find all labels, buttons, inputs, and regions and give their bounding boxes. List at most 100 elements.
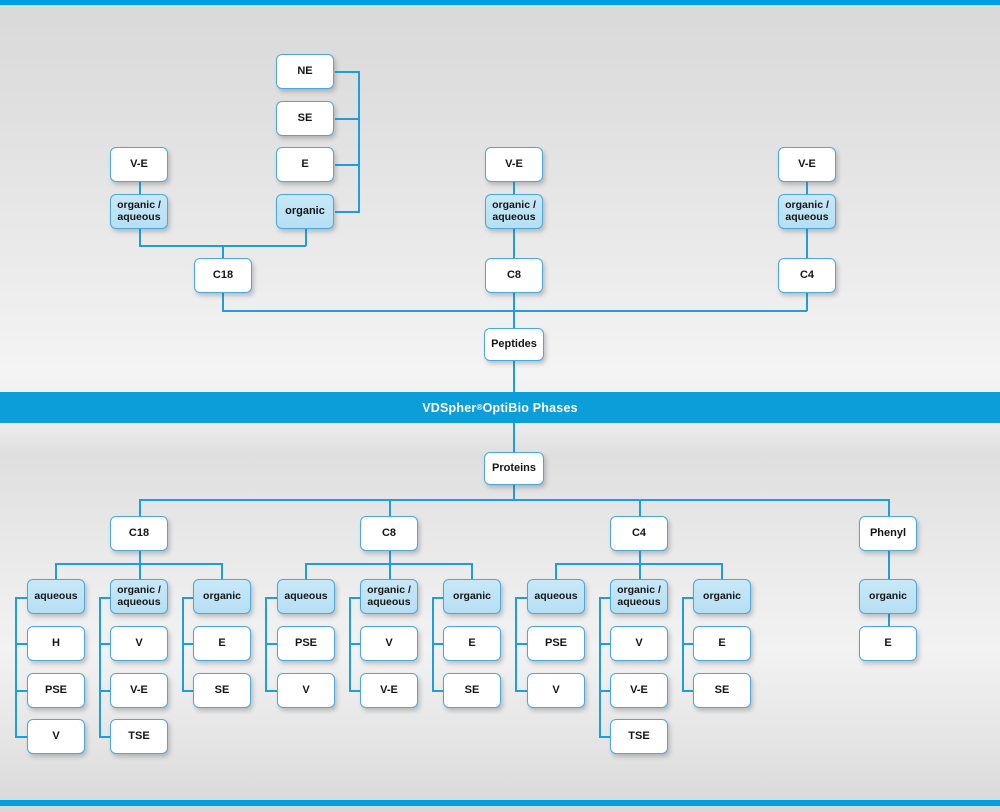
connector xyxy=(139,549,141,564)
node-c8-aqueous-v[interactable]: V xyxy=(277,673,335,708)
node-c18-oa-tse[interactable]: TSE xyxy=(110,719,168,754)
connector xyxy=(139,499,141,517)
node-c18-organic-aqueous[interactable]: organic / aqueous xyxy=(110,579,168,614)
connector xyxy=(265,597,279,599)
node-se[interactable]: SE xyxy=(276,101,334,136)
node-ve-c4[interactable]: V-E xyxy=(778,147,836,182)
node-phenyl-org-e[interactable]: E xyxy=(859,626,917,661)
node-organic-aqueous-c4[interactable]: organic / aqueous xyxy=(778,194,836,229)
node-c8-peptides[interactable]: C8 xyxy=(485,258,543,293)
bottom-accent-bar xyxy=(0,800,1000,806)
node-ve-c8[interactable]: V-E xyxy=(485,147,543,182)
connector xyxy=(721,563,723,580)
node-organic-peptides-c18[interactable]: organic xyxy=(276,194,334,229)
connector xyxy=(513,229,515,259)
connector xyxy=(513,360,515,393)
connector xyxy=(358,71,360,212)
connector xyxy=(15,597,17,737)
node-ve-c18[interactable]: V-E xyxy=(110,147,168,182)
node-c18-org-se[interactable]: SE xyxy=(193,673,251,708)
connector xyxy=(305,229,307,246)
node-c18-aqueous[interactable]: aqueous xyxy=(27,579,85,614)
node-c18-aqueous-pse[interactable]: PSE xyxy=(27,673,85,708)
node-c4-org-e[interactable]: E xyxy=(693,626,751,661)
connector xyxy=(389,549,391,564)
connector xyxy=(335,71,360,73)
node-c4-aqueous[interactable]: aqueous xyxy=(527,579,585,614)
node-c18-org-e[interactable]: E xyxy=(193,626,251,661)
node-organic-aqueous-c18[interactable]: organic / aqueous xyxy=(110,194,168,229)
node-phenyl-organic[interactable]: organic xyxy=(859,579,917,614)
connector xyxy=(515,597,529,599)
node-c18-organic[interactable]: organic xyxy=(193,579,251,614)
connector xyxy=(305,563,307,580)
node-ne[interactable]: NE xyxy=(276,54,334,89)
node-c8-oa-v[interactable]: V xyxy=(360,626,418,661)
node-c8-aqueous[interactable]: aqueous xyxy=(277,579,335,614)
node-c8-organic-aqueous[interactable]: organic / aqueous xyxy=(360,579,418,614)
connector xyxy=(139,499,889,501)
node-c4-aqueous-pse[interactable]: PSE xyxy=(527,626,585,661)
connector xyxy=(639,499,641,517)
node-c8-aqueous-pse[interactable]: PSE xyxy=(277,626,335,661)
node-c18-proteins[interactable]: C18 xyxy=(110,516,168,551)
connector xyxy=(99,643,113,645)
connector xyxy=(599,597,613,599)
connector xyxy=(513,310,515,329)
connector xyxy=(432,597,446,599)
connector xyxy=(806,291,808,311)
connector xyxy=(806,181,808,196)
node-phenyl-proteins[interactable]: Phenyl xyxy=(859,516,917,551)
connector xyxy=(513,181,515,196)
node-c8-org-se[interactable]: SE xyxy=(443,673,501,708)
connector xyxy=(432,690,446,692)
node-c4-org-se[interactable]: SE xyxy=(693,673,751,708)
connector xyxy=(513,291,515,311)
connector xyxy=(389,563,391,580)
connector xyxy=(513,484,515,500)
connector xyxy=(515,643,529,645)
node-c4-aqueous-v[interactable]: V xyxy=(527,673,585,708)
connector xyxy=(349,690,363,692)
connector xyxy=(222,245,224,259)
node-c8-proteins[interactable]: C8 xyxy=(360,516,418,551)
connector xyxy=(139,181,141,196)
node-c18-oa-ve[interactable]: V-E xyxy=(110,673,168,708)
connector xyxy=(265,643,279,645)
connector xyxy=(432,643,446,645)
node-proteins[interactable]: Proteins xyxy=(484,452,544,485)
connector xyxy=(265,690,279,692)
connector xyxy=(99,597,113,599)
node-peptides[interactable]: Peptides xyxy=(484,328,544,361)
connector xyxy=(682,643,696,645)
node-e[interactable]: E xyxy=(276,147,334,182)
node-c18-oa-v[interactable]: V xyxy=(110,626,168,661)
node-c4-oa-v[interactable]: V xyxy=(610,626,668,661)
node-organic-aqueous-c8[interactable]: organic / aqueous xyxy=(485,194,543,229)
connector xyxy=(335,164,360,166)
connector xyxy=(555,563,557,580)
connector xyxy=(99,736,113,738)
connector xyxy=(639,563,641,580)
connector xyxy=(599,690,613,692)
node-c4-proteins[interactable]: C4 xyxy=(610,516,668,551)
node-c18-aqueous-h[interactable]: H xyxy=(27,626,85,661)
node-c4-peptides[interactable]: C4 xyxy=(778,258,836,293)
node-c8-organic[interactable]: organic xyxy=(443,579,501,614)
node-c4-oa-tse[interactable]: TSE xyxy=(610,719,668,754)
connector xyxy=(15,643,29,645)
node-c4-organic[interactable]: organic xyxy=(693,579,751,614)
connector xyxy=(682,690,696,692)
node-c4-oa-ve[interactable]: V-E xyxy=(610,673,668,708)
connector xyxy=(15,690,29,692)
connector xyxy=(55,563,57,580)
section-banner: VDSpher® OptiBio Phases xyxy=(0,392,1000,423)
connector xyxy=(182,690,196,692)
node-c8-oa-ve[interactable]: V-E xyxy=(360,673,418,708)
node-c4-organic-aqueous[interactable]: organic / aqueous xyxy=(610,579,668,614)
node-c18-aqueous-v[interactable]: V xyxy=(27,719,85,754)
node-c18-peptides[interactable]: C18 xyxy=(194,258,252,293)
connector xyxy=(139,563,141,580)
node-c8-org-e[interactable]: E xyxy=(443,626,501,661)
